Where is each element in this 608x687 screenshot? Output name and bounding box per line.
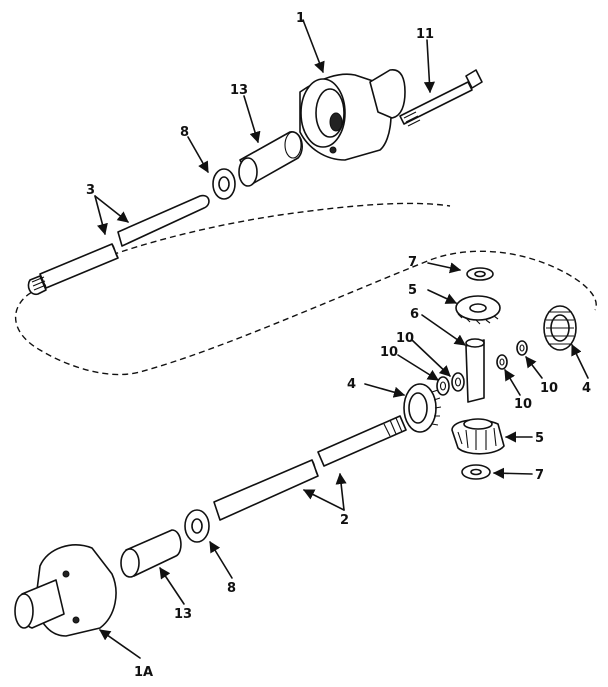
callout-8-top: 8 — [180, 125, 189, 140]
leader-lines — [94, 19, 589, 659]
side-gear-right — [543, 305, 577, 351]
bevel-gear-bottom — [451, 418, 505, 455]
callout-1: 1 — [296, 11, 305, 26]
shaft-upper — [27, 194, 210, 296]
callout-2: 2 — [340, 513, 349, 528]
callout-13-bottom: 13 — [174, 607, 192, 622]
shaft-lower — [213, 415, 407, 521]
bushing-bottom — [120, 529, 182, 578]
gear-top — [455, 295, 501, 325]
callout-10-c: 10 — [514, 397, 532, 412]
washer-top — [212, 168, 236, 200]
callout-4-right: 4 — [582, 381, 591, 396]
callout-3: 3 — [86, 183, 95, 198]
washer-10-c — [496, 354, 508, 370]
callout-13-top: 13 — [230, 83, 248, 98]
callout-7-bottom: 7 — [535, 468, 544, 483]
callout-8-bottom: 8 — [227, 581, 236, 596]
side-gear-left — [403, 383, 442, 433]
washer-small-bottom — [461, 464, 491, 480]
washer-small-top — [466, 267, 494, 281]
washer-10-b — [451, 372, 465, 392]
assembly-dashed-line — [14, 202, 597, 376]
callout-5-bottom: 5 — [535, 431, 544, 446]
callout-10-b: 10 — [380, 345, 398, 360]
bushing-top — [238, 131, 303, 187]
callout-10-d: 10 — [540, 381, 558, 396]
washer-bottom — [184, 509, 210, 543]
callout-11: 11 — [416, 27, 434, 42]
callout-10-a: 10 — [396, 331, 414, 346]
callout-5-top: 5 — [408, 283, 417, 298]
callout-1a: 1A — [134, 665, 153, 680]
callout-7-top: 7 — [408, 255, 417, 270]
housing-top — [299, 69, 406, 161]
callout-4-left: 4 — [347, 377, 356, 392]
bolt — [399, 69, 483, 127]
pinion-shaft — [465, 338, 485, 403]
washer-10-a — [436, 376, 450, 396]
washer-10-d — [516, 340, 528, 356]
housing-bottom — [14, 544, 117, 637]
callout-6: 6 — [410, 307, 419, 322]
